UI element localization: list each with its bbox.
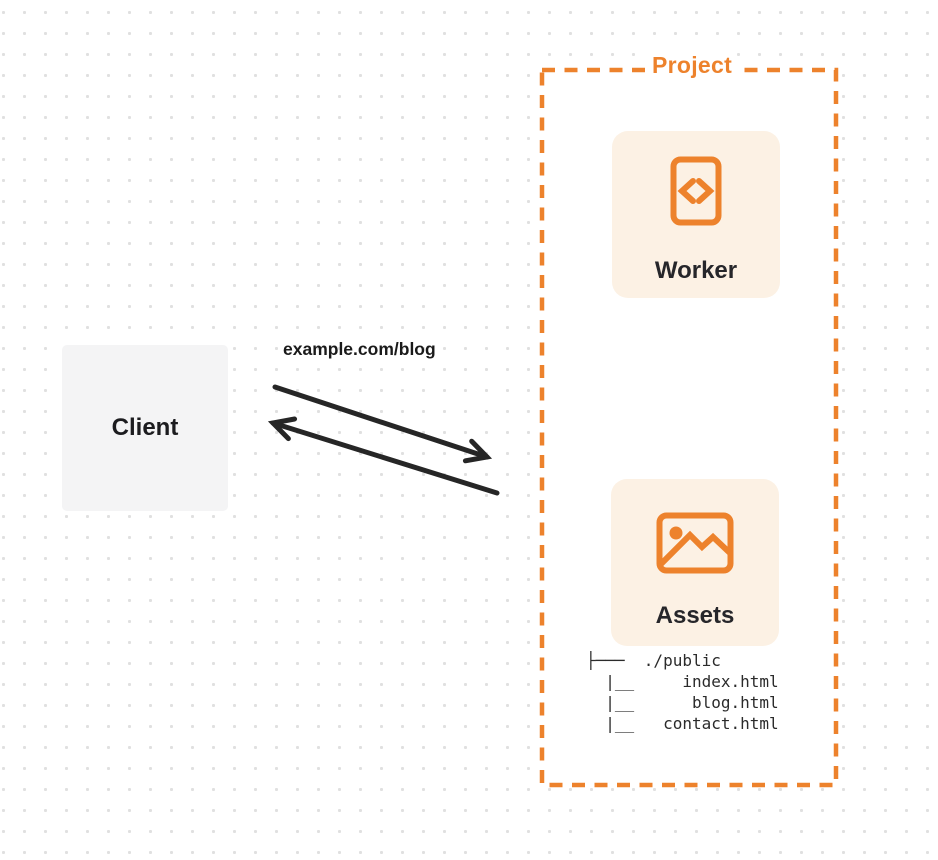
project-label: Project — [646, 52, 738, 79]
tree-line: |__ blog.html — [586, 693, 779, 712]
code-icon — [670, 156, 722, 231]
tree-line: |__ contact.html — [586, 714, 779, 733]
request-arrow — [272, 384, 493, 464]
assets-label: Assets — [655, 602, 735, 629]
worker-label: Worker — [654, 257, 738, 284]
assets-file-tree: ├─── ./public |__ index.html |__ blog.ht… — [586, 650, 779, 734]
tree-line: |__ index.html — [586, 672, 779, 691]
client-node: Client — [62, 345, 228, 511]
client-label: Client — [111, 414, 179, 441]
worker-node: Worker — [612, 131, 780, 298]
tree-line: ├─── ./public — [586, 651, 721, 670]
response-arrow — [267, 416, 500, 496]
request-url-label: example.com/blog — [283, 339, 436, 359]
assets-node: Assets — [611, 479, 779, 646]
image-icon — [656, 512, 734, 579]
